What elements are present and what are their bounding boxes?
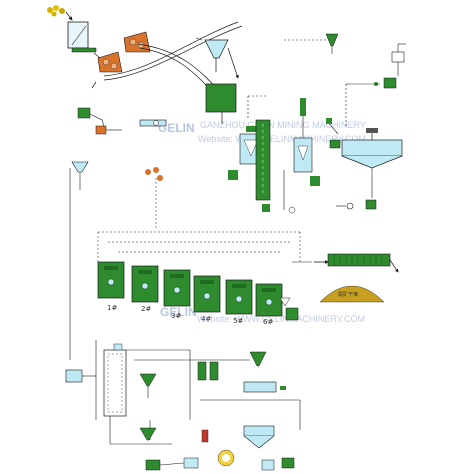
- cone-right-bottom: [249, 351, 267, 367]
- reagent-hopper-top-right: [325, 33, 339, 54]
- filter-column-right: [262, 98, 320, 214]
- watermark-company: GANZHOU GELIN MINING MACHINERY: [200, 120, 366, 130]
- flotation-cell-6-label: 6#: [263, 318, 273, 326]
- bottom-process-lines: [109, 349, 301, 445]
- sun-dryer-icon: [217, 449, 235, 467]
- thickener-bottom-right: [243, 425, 275, 449]
- watermark-website: Website: WWW.GELINMACHINERY.COM: [198, 134, 366, 144]
- flotation-dashed-lines: [97, 231, 301, 262]
- valve-cluster: [145, 167, 163, 228]
- cone-mid-bottom: [139, 373, 157, 398]
- flotation-cell-1: 1#: [97, 261, 125, 312]
- bottom-tanks: [145, 457, 295, 471]
- jaw-crusher-1: [97, 51, 123, 73]
- flotation-cell-2-label: 2#: [141, 305, 151, 313]
- ore-feed-icon: [47, 5, 65, 17]
- hopper-top: [195, 37, 239, 79]
- pump-top-right: [346, 43, 406, 89]
- flotation-cell-5-label: 5#: [233, 317, 243, 325]
- rotary-dryer: [292, 253, 399, 273]
- tailings-dry-stack: 尾矿干堆: [319, 285, 385, 303]
- leaching-column: [95, 340, 127, 420]
- hydrocyclone-left: [69, 161, 89, 360]
- red-valve: [201, 429, 209, 443]
- filter-column-center: [228, 95, 271, 201]
- tailings-pile-label: 尾矿干堆: [338, 291, 358, 298]
- cone-lower-bottom: [139, 427, 157, 441]
- flotation-cell-4: 4#: [193, 275, 221, 323]
- watermark-logo: GELIN: [158, 121, 195, 135]
- watermark-website-bottom: Website: WWW.GELINMACHINERY.COM: [197, 314, 365, 324]
- flotation-cell-2: 2#: [131, 265, 159, 313]
- tank-bottom-left: [65, 369, 96, 383]
- raw-ore-bin: [67, 21, 97, 53]
- concentrate-pump-box: [279, 297, 299, 321]
- ball-mill: [205, 83, 237, 124]
- flotation-cell-3: 3#: [163, 269, 191, 320]
- flotation-cell-6: 6#: [255, 283, 283, 326]
- watermark-top: GELIN GANZHOU GELIN MINING MACHINERY Web…: [158, 120, 366, 144]
- watermark-logo-bottom: GELIN: [160, 305, 197, 319]
- flotation-cell-1-label: 1#: [107, 304, 117, 312]
- spiral-classifier: [139, 119, 167, 127]
- flotation-cell-3-label: 3#: [171, 312, 181, 320]
- thickener-right: [326, 118, 403, 210]
- watermark-bottom: GELIN Website: WWW.GELINMACHINERY.COM: [160, 305, 365, 324]
- horizontal-cylinder: [243, 381, 286, 393]
- flotation-cell-4-label: 4#: [201, 315, 211, 323]
- sample-boxes-left: [77, 107, 122, 135]
- flotation-cell-5: 5#: [225, 279, 253, 325]
- filter-press-pair: [197, 361, 219, 381]
